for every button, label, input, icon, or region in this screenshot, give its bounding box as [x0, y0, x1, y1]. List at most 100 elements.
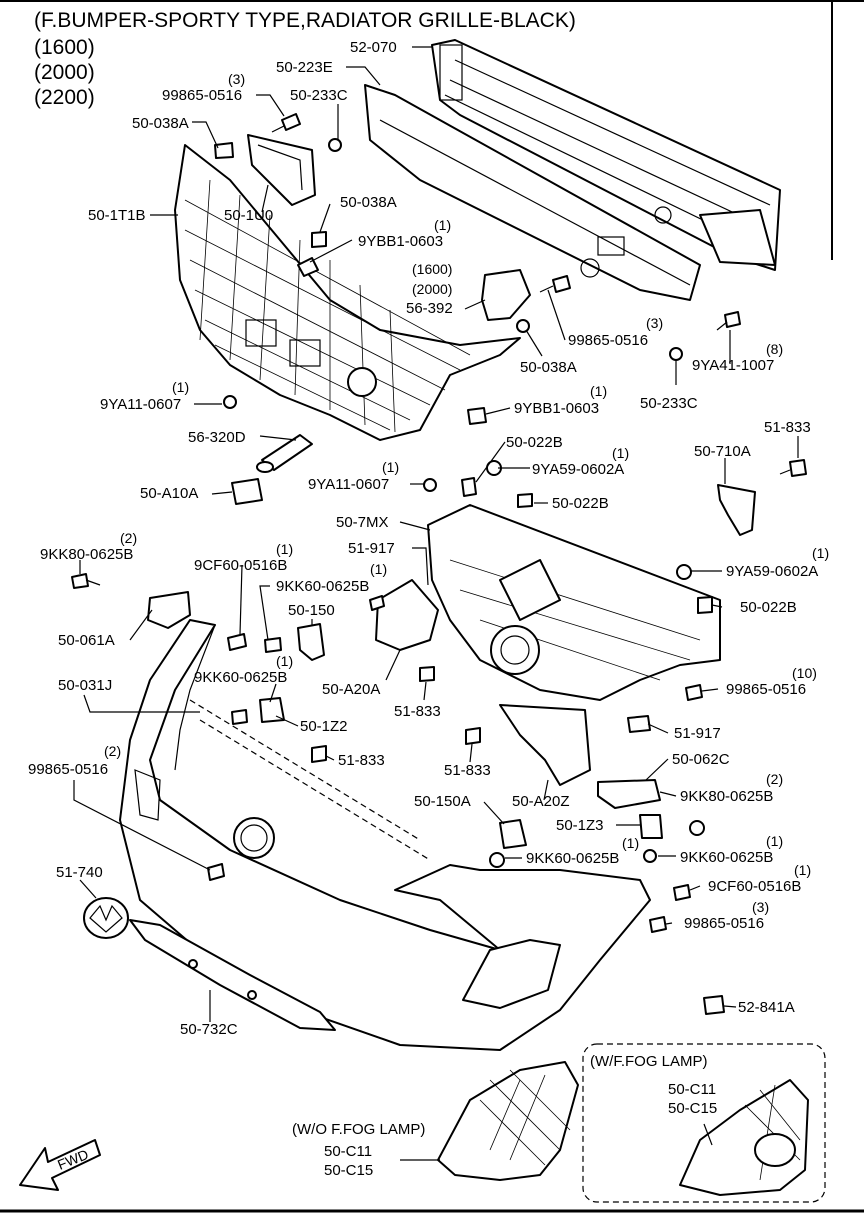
label-9ya41-qty-8: (8)	[766, 341, 783, 357]
grille-bracket	[247, 134, 316, 206]
label-50-c15-a: 50-C15	[668, 1100, 717, 1117]
bracket-a20a	[375, 579, 439, 651]
clip-52-841a	[703, 995, 725, 1015]
label-9kk80-0625b-b: 9KK80-0625B	[680, 788, 773, 805]
label-50-a10a: 50-A10A	[140, 485, 198, 502]
label-9ya11-0607-a: 9YA11-0607	[100, 396, 181, 413]
leader-lines	[73, 46, 799, 1161]
label-50-a20z: 50-A20Z	[512, 793, 570, 810]
clip-bracket-150	[297, 623, 325, 661]
label-50-062c: 50-062C	[672, 751, 730, 768]
label-9kk80-qty-2-a: (2)	[120, 530, 137, 546]
fasteners	[71, 113, 807, 1000]
label-9ya11-qty-1-b: (1)	[382, 459, 399, 475]
label-9ya11-qty-1-a: (1)	[172, 379, 189, 395]
label-50-022b-a: 50-022B	[506, 434, 563, 451]
label-9ya41-1007: 9YA41-1007	[692, 357, 774, 374]
label-50-1u0: 50-1U0	[224, 207, 273, 224]
label-9ya59-qty-1-b: (1)	[812, 545, 829, 561]
label-50-233c-b: 50-233C	[640, 395, 698, 412]
label-9cf60-0516b-a: 9CF60-0516B	[194, 557, 287, 574]
small-brackets	[259, 697, 663, 849]
label-50-038a-a: 50-038A	[132, 115, 189, 132]
title-line-1: (F.BUMPER-SPORTY TYPE,RADIATOR GRILLE-BL…	[34, 9, 576, 32]
label-51-833-b: 51-833	[394, 703, 441, 720]
label-9ybb1-qty-1-a: (1)	[434, 217, 451, 233]
label-51-833-d: 51-833	[444, 762, 491, 779]
label-9kk80-0625b-a: 9KK80-0625B	[40, 546, 133, 563]
label-99865-qty-3: (3)	[228, 71, 245, 87]
label-51-833-c: 51-833	[338, 752, 385, 769]
label-50-710a: 50-710A	[694, 443, 751, 460]
label-9ybb1-0603-b: 9YBB1-0603	[514, 400, 599, 417]
label-50-022b-b: 50-022B	[552, 495, 609, 512]
label-9ya59-0602a-a: 9YA59-0602A	[532, 461, 624, 478]
label-52-070: 52-070	[350, 39, 397, 56]
bumper-fascia	[119, 619, 651, 1051]
label-50-732c: 50-732C	[180, 1021, 238, 1038]
label-9kk60-0625b-a: 9KK60-0625B	[276, 578, 369, 595]
label-9kk80-qty-2-b: (2)	[766, 771, 783, 787]
label-99865-qty-2: (2)	[104, 743, 121, 759]
label-without-fog-lamp: (W/O F.FOG LAMP)	[292, 1121, 425, 1138]
label-50-1z2: 50-1Z2	[300, 718, 348, 735]
label-50-7mx: 50-7MX	[336, 514, 389, 531]
bracket-a20z	[499, 704, 591, 786]
fog-cover-with-lamp	[679, 1079, 809, 1196]
label-9ya11-0607-b: 9YA11-0607	[308, 476, 389, 493]
label-50-038a-b: 50-038A	[340, 194, 397, 211]
bumper-reinforcement	[431, 39, 781, 271]
diagram-title: (F.BUMPER-SPORTY TYPE,RADIATOR GRILLE-BL…	[34, 9, 576, 109]
label-99865-qty-10: (10)	[792, 665, 817, 681]
label-50-038a-c: 50-038A	[520, 359, 577, 376]
release-cable	[256, 434, 313, 473]
tow-hook-cap	[231, 478, 263, 505]
label-50-c15-b: 50-C15	[324, 1162, 373, 1179]
side-bracket-left	[147, 591, 191, 629]
hood-lock-bracket	[481, 269, 531, 321]
label-50-a20a: 50-A20A	[322, 681, 380, 698]
label-56-320d: 56-320D	[188, 429, 246, 446]
label-9cf60-qty-1-b: (1)	[794, 862, 811, 878]
label-9kk60-0625b-d: 9KK60-0625B	[680, 849, 773, 866]
label-9kk60-qty-1-c: (1)	[766, 833, 783, 849]
label-51-740: 51-740	[56, 864, 103, 881]
label-50-1t1b: 50-1T1B	[88, 207, 146, 224]
label-99865-0516-b: 99865-0516	[568, 332, 648, 349]
label-9cf60-qty-1-a: (1)	[276, 541, 293, 557]
label-99865-0516-d: 99865-0516	[28, 761, 108, 778]
label-50-1z3: 50-1Z3	[556, 817, 604, 834]
label-50-c11-a: 50-C11	[668, 1081, 716, 1098]
label-51-833-a: 51-833	[764, 419, 811, 436]
label-50-1z3-qty-1: (1)	[622, 835, 639, 851]
label-9kk60-0625b-c: 9KK60-0625B	[526, 850, 619, 867]
fwd-arrow-icon: FWD	[19, 1139, 101, 1191]
part-labels: 52-070 50-223E (3) 99865-0516 50-233C 50…	[28, 39, 829, 1179]
label-50-031j: 50-031J	[58, 677, 112, 694]
label-52-841a: 52-841A	[738, 999, 795, 1016]
bumper-bracket-frame	[427, 504, 721, 701]
label-50-223e: 50-223E	[276, 59, 333, 76]
energy-absorber	[364, 84, 701, 301]
label-9cf60-0516b-b: 9CF60-0516B	[708, 878, 801, 895]
label-50-061a: 50-061A	[58, 632, 115, 649]
label-9kk60-0625b-b: 9KK60-0625B	[194, 669, 287, 686]
lower-molding	[129, 919, 336, 1031]
label-99865-0516-a: 99865-0516	[162, 87, 242, 104]
label-9ybb1-0603-a: 9YBB1-0603	[358, 233, 443, 250]
title-line-4: (2200)	[34, 86, 95, 109]
label-56-392: 56-392	[406, 300, 453, 317]
label-with-fog-lamp: (W/F.FOG LAMP)	[590, 1053, 708, 1070]
front-emblem	[83, 897, 129, 939]
label-99865-0516-e: 99865-0516	[684, 915, 764, 932]
label-99865-qty-3-c: (3)	[752, 899, 769, 915]
label-2000: (2000)	[412, 281, 452, 297]
label-50-150: 50-150	[288, 602, 335, 619]
title-line-3: (2000)	[34, 61, 95, 84]
label-9ybb1-qty-1-b: (1)	[590, 383, 607, 399]
side-bracket-right	[717, 484, 756, 536]
bracket-062c	[597, 779, 661, 809]
label-9kk60-qty-1-a: (1)	[370, 561, 387, 577]
label-50-233c-a: 50-233C	[290, 87, 348, 104]
